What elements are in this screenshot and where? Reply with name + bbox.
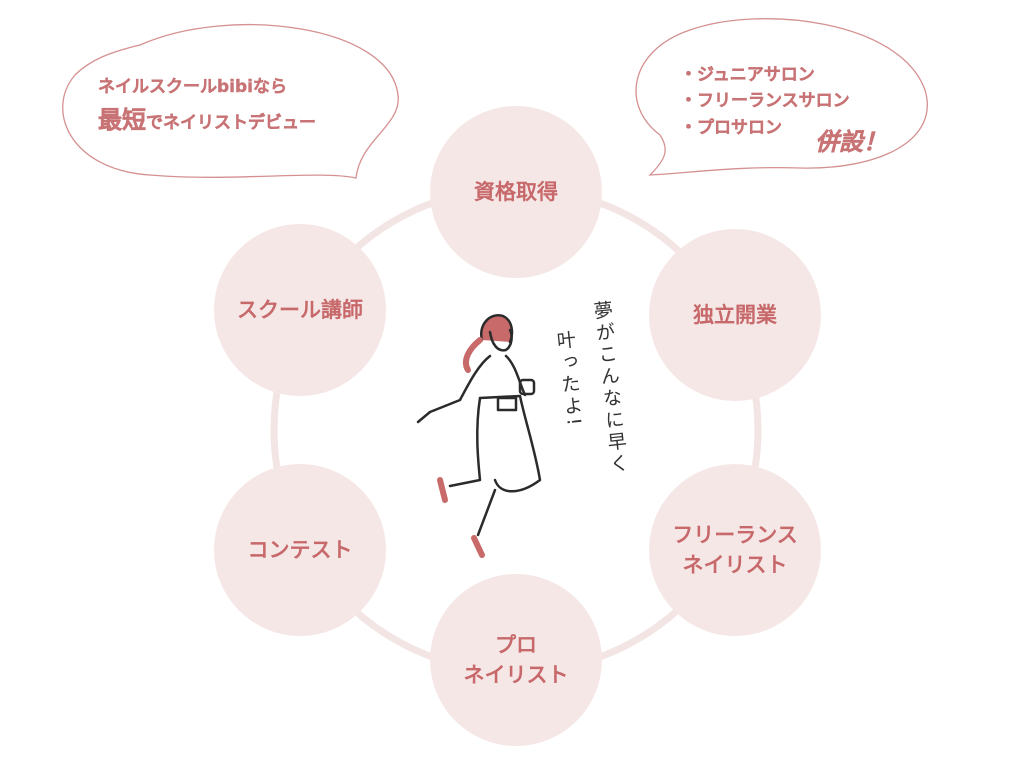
right-bubble-item-2: ・フリーランスサロン [680,91,850,111]
left-bubble-rest: でネイリストデビュー [146,113,316,133]
left-speech-bubble [62,24,399,179]
left-bubble-emphasis: 最短 [98,106,146,134]
cycle-node-school-instructor: スクール講師 [214,224,386,396]
cycle-node-contest: コンテスト [214,464,386,636]
left-bubble-line1: ネイルスクールbibiなら [98,77,287,97]
left-bubble-line2: 最短でネイリストデビュー [98,100,316,135]
right-speech-bubble [635,18,928,176]
cycle-node-independent-business: 独立開業 [649,229,821,401]
right-bubble-item-1: ・ジュニアサロン [680,65,815,85]
right-bubble-tail: 併設！ [815,128,887,156]
right-bubble-item-3: ・プロサロン [680,118,782,138]
cycle-node-certification: 資格取得 [430,106,602,278]
cycle-node-pro-nailist: プロ ネイリスト [430,574,602,746]
cycle-node-freelance-nailist: フリーランス ネイリスト [649,464,821,636]
jumping-woman-illustration [416,314,542,558]
